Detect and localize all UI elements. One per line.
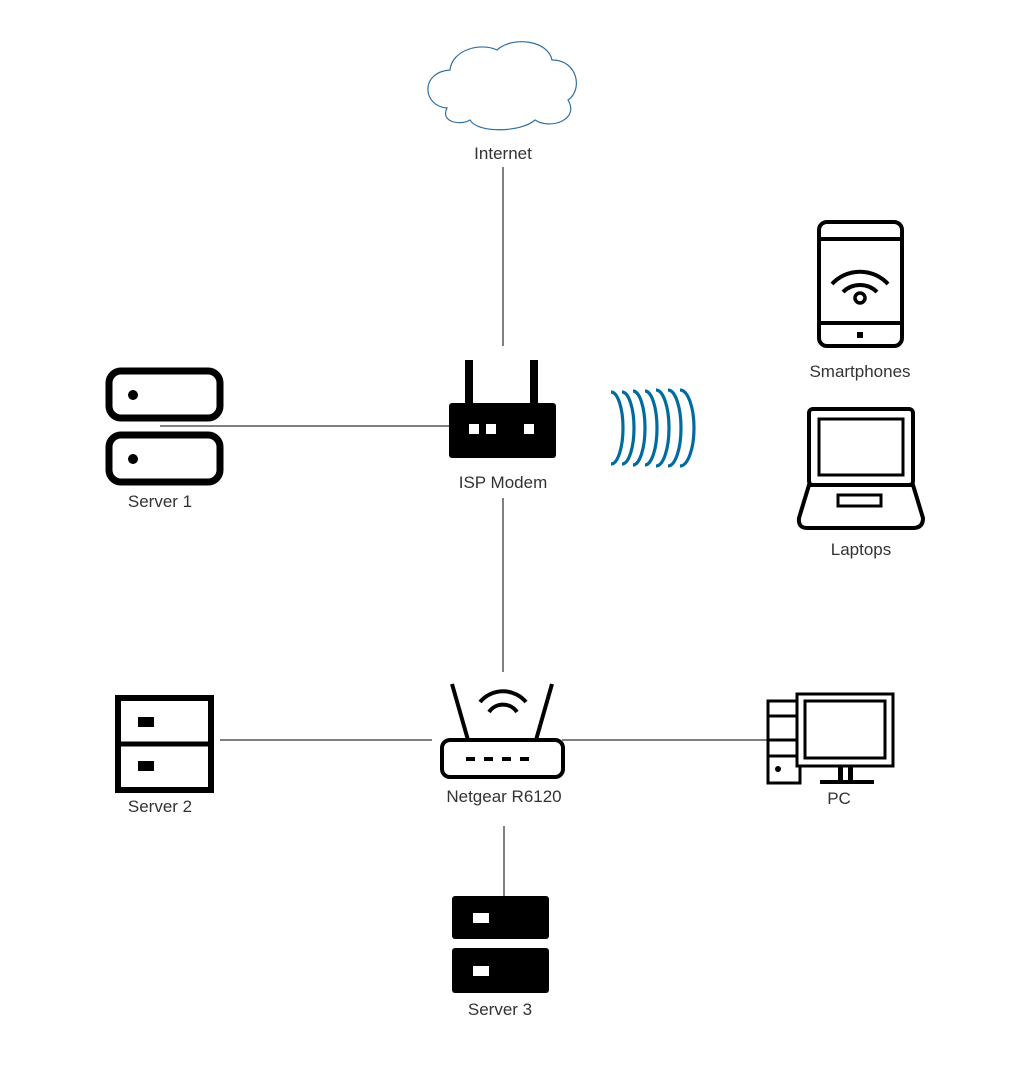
smartphone-wifi-icon xyxy=(817,220,904,348)
cloud-icon xyxy=(427,41,577,131)
smartphones-label: Smartphones xyxy=(809,362,910,381)
router-label: Netgear R6120 xyxy=(446,787,561,806)
server1-label: Server 1 xyxy=(128,492,192,511)
router-node[interactable]: Netgear R6120 xyxy=(440,683,565,806)
server-tower-icon xyxy=(452,896,549,993)
server3-label: Server 3 xyxy=(468,1000,532,1019)
pc-node[interactable]: PC xyxy=(766,692,895,808)
internet-node[interactable]: Internet xyxy=(427,41,577,163)
wireless-signal-icon xyxy=(610,388,696,468)
server1-node[interactable]: Server 1 xyxy=(105,367,224,511)
server2-label: Server 2 xyxy=(128,797,192,816)
smartphones-node[interactable]: Smartphones xyxy=(809,220,911,381)
server2-node[interactable]: Server 2 xyxy=(115,695,214,816)
internet-label: Internet xyxy=(474,144,532,163)
laptop-icon xyxy=(796,407,926,530)
wifi-router-icon xyxy=(440,683,565,779)
laptops-label: Laptops xyxy=(831,540,892,559)
server-tower-icon xyxy=(115,695,214,793)
pc-label: PC xyxy=(827,789,851,808)
server-rack-icon xyxy=(105,367,224,486)
connections xyxy=(160,167,768,896)
server3-node[interactable]: Server 3 xyxy=(452,896,549,1019)
isp-modem-node[interactable]: ISP Modem xyxy=(449,360,556,492)
isp-modem-label: ISP Modem xyxy=(459,473,548,492)
laptops-node[interactable]: Laptops xyxy=(796,407,926,559)
desktop-pc-icon xyxy=(766,692,895,785)
modem-icon xyxy=(449,360,556,458)
